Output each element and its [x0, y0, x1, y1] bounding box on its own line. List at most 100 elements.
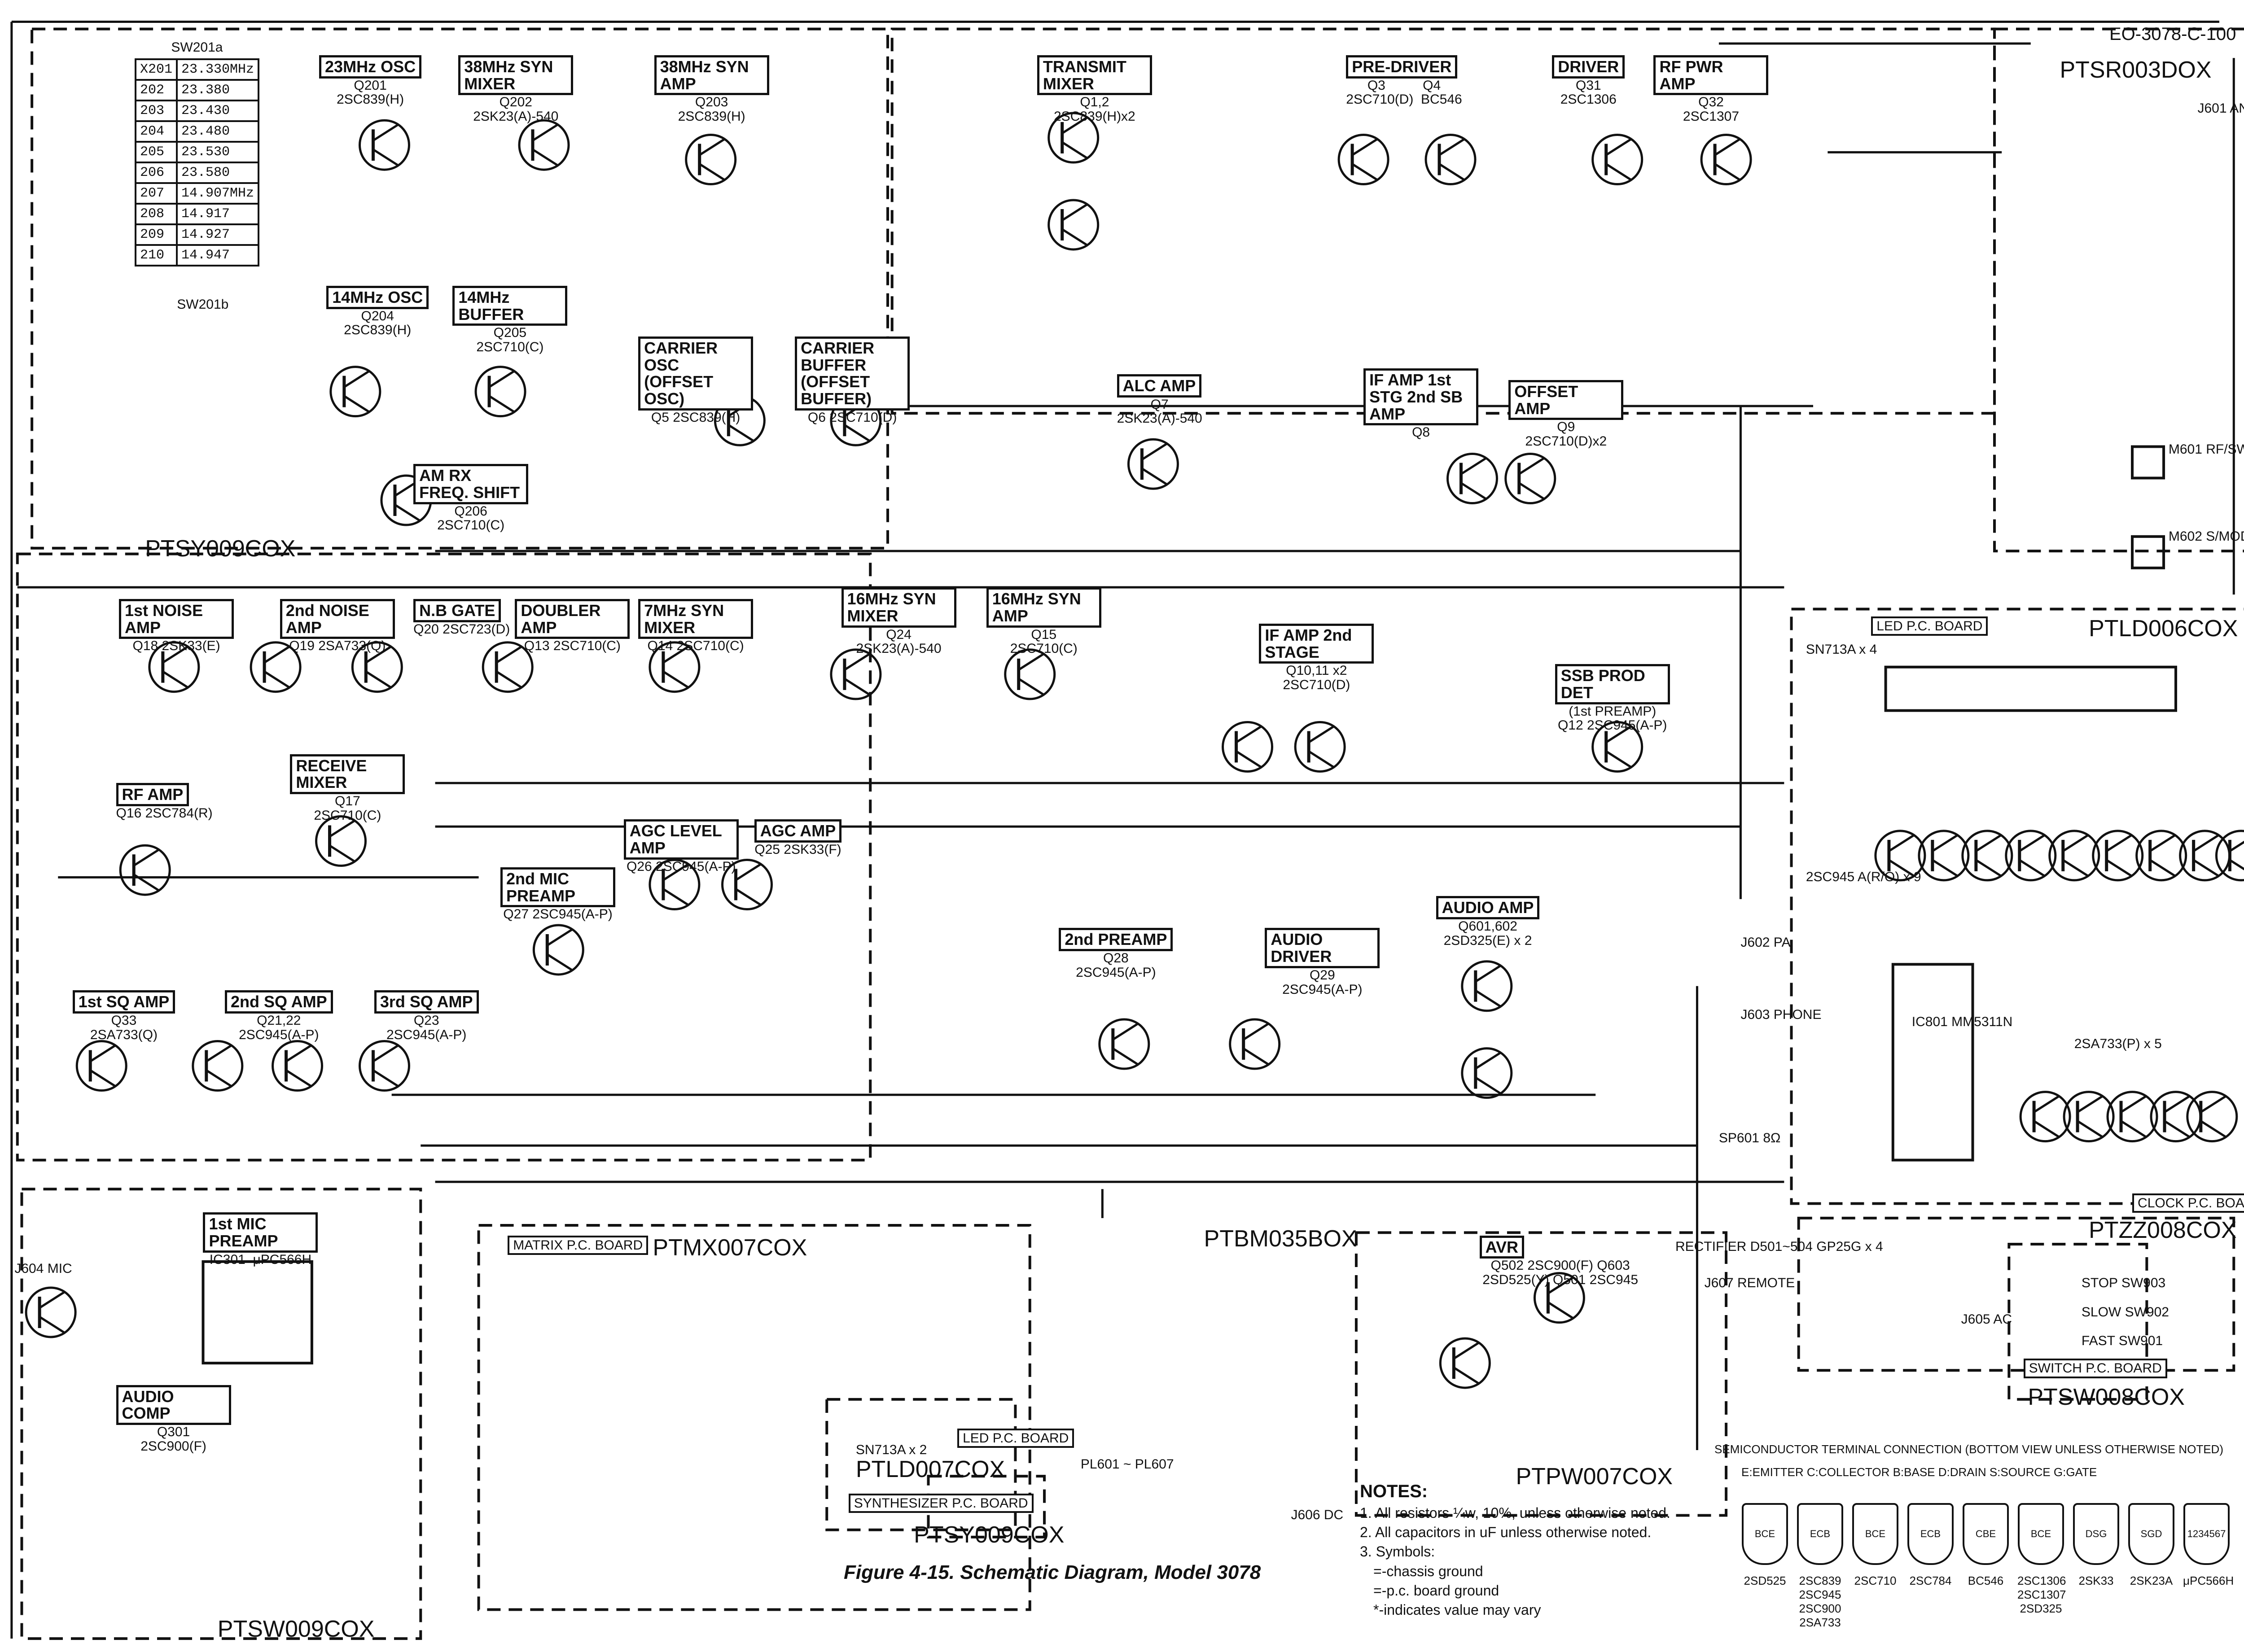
transistor-emitter [488, 395, 515, 413]
section-part-number: Q203 2SC839(H) [678, 95, 745, 124]
transistor-emitter [2062, 859, 2089, 877]
transistor-collector [2077, 1095, 2103, 1113]
section-title: RF AMP [116, 783, 189, 807]
pc-board-outline [1993, 27, 2244, 553]
section-title: 14MHz OSC [326, 285, 429, 309]
package-parts: μPC566H [2183, 1574, 2234, 1587]
transistor-emitter [662, 888, 689, 906]
section-title: CARRIER OSC (OFFSET OSC) [638, 336, 754, 411]
transistor-symbol [148, 641, 200, 693]
label-pl601: PL601 ~ PL607 [1080, 1457, 1174, 1472]
section-title: AUDIO AMP [1436, 896, 1540, 920]
transistor-emitter [206, 1069, 232, 1087]
section-title: 16MHz SYN AMP [986, 587, 1101, 628]
transistor-collector [662, 863, 689, 881]
transistor-emitter [1018, 677, 1044, 695]
notes: NOTES: 1. All resistors ¼w, 10%, unless … [1360, 1479, 1670, 1620]
label-m602: M602 S/MOD [2168, 529, 2244, 544]
section-title: AUDIO COMP [116, 1385, 231, 1425]
transistor-collector [1308, 725, 1334, 743]
section-part-number: Q9 2SC710(D)x2 [1525, 420, 1607, 449]
transistor-collector [488, 370, 515, 388]
board-label-ptld007: PTLD007COX [855, 1456, 1005, 1483]
board-label-clock-board: CLOCK P.C. BOARD [2132, 1193, 2244, 1213]
transistor-symbol [2019, 1091, 2071, 1143]
transistor-symbol [2048, 830, 2100, 882]
transistor-emitter [1547, 1301, 1573, 1319]
semiconductor-legend: SEMICONDUCTOR TERMINAL CONNECTION (BOTTO… [1714, 1442, 2223, 1479]
transistor-collector [1061, 116, 1088, 135]
transistor-collector [2033, 1095, 2060, 1113]
transistor-collector [2149, 834, 2176, 852]
crystal-frequency: 23.530 [176, 141, 260, 163]
section-part-number: Q601,602 2SD325(E) x 2 [1443, 919, 1532, 948]
transistor-emitter [1932, 859, 1958, 877]
transistor-emitter [1243, 1047, 1269, 1066]
crystal-frequency: 14.907MHz [176, 182, 260, 205]
transistor-collector [1112, 1023, 1139, 1041]
transistor-collector [133, 849, 159, 867]
transistor-collector [2120, 1095, 2147, 1113]
section-part-number: Q28 2SC945(A-P) [1076, 951, 1156, 980]
transistor-emitter [844, 424, 870, 442]
transistor-symbol [2005, 830, 2057, 882]
transistor-emitter [1460, 482, 1486, 500]
transistor-emitter [39, 1315, 65, 1334]
transistor-symbol [1591, 721, 1644, 773]
transistor-symbol [1918, 830, 1970, 882]
section-title: 2nd NOISE AMP [280, 599, 395, 639]
crystal-id: 205 [134, 141, 178, 163]
transistor-symbol [119, 844, 171, 896]
label-j605: J605 AC [1961, 1311, 2012, 1327]
symbol-pcb-ground: =-p.c. board ground [1373, 1582, 1499, 1599]
transistor-emitter [1605, 163, 1632, 181]
transistor-emitter [89, 1069, 116, 1087]
section-title: ALC AMP [1117, 374, 1202, 398]
label-fast: FAST SW901 [2081, 1333, 2163, 1349]
transistor-collector [329, 820, 355, 838]
section-part-number: Q202 2SK23(A)-540 [473, 95, 559, 124]
meter-icon [2131, 445, 2165, 480]
pc-board-outline [16, 552, 872, 1162]
transistor-emitter [1308, 750, 1334, 768]
section-title: AGC AMP [754, 819, 842, 843]
transistor-collector [2062, 834, 2089, 852]
transistor-emitter [1438, 163, 1465, 181]
crystal-id: 207 [134, 182, 178, 205]
crystal-id: 206 [134, 162, 178, 184]
transistor-symbol [830, 648, 882, 700]
transistor-emitter [1975, 859, 2002, 877]
section-part-number: Q19 2SA733(Q) [289, 638, 386, 654]
transistor-collector [699, 138, 725, 156]
transistor-emitter [2200, 1120, 2226, 1138]
transistor-emitter [1605, 750, 1632, 768]
section-part-number: Q27 2SC945(A-P) [503, 907, 613, 922]
label-sw201b: SW201b [177, 297, 229, 312]
transistor-emitter [728, 424, 754, 442]
crystal-id: 208 [134, 203, 178, 225]
transistor-emitter [495, 670, 522, 688]
transistor-symbol [1047, 112, 1100, 164]
section-part-number: Q14 2SC710(C) [647, 638, 744, 654]
package-parts: 2SC839 2SC945 2SC900 2SA733 [1799, 1574, 1841, 1629]
section-title: AM RX FREQ. SHIFT [413, 464, 529, 504]
section-part-number: Q24 2SK23(A)-540 [856, 627, 942, 656]
section-part-number: (1st PREAMP) Q12 2SC945(A-P) [1557, 704, 1667, 733]
transistor-emitter [329, 844, 355, 862]
transistor-symbol [2135, 830, 2187, 882]
symbol-chassis-ground: =-chassis ground [1373, 1563, 1483, 1579]
transistor-symbol [1504, 453, 1556, 505]
